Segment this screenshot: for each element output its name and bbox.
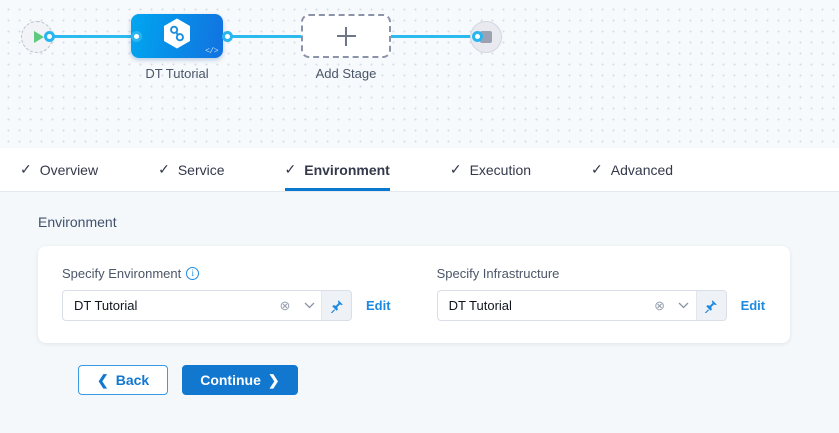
tab-environment[interactable]: ✓ Environment [284, 148, 412, 191]
info-icon[interactable]: i [186, 267, 200, 280]
edge-start-to-stage [44, 35, 136, 38]
section-title: Environment [38, 214, 117, 230]
end-node-port[interactable] [472, 31, 483, 42]
infrastructure-select[interactable]: DT Tutorial ⊗ [436, 290, 727, 321]
environment-card: Specify Environment i DT Tutorial ⊗ [38, 246, 790, 343]
continue-button[interactable]: Continue ❯ [182, 365, 298, 395]
environment-pin-button[interactable] [321, 291, 351, 320]
back-chevron-icon: ❮ [97, 371, 109, 388]
check-icon: ✓ [591, 161, 603, 177]
environment-select[interactable]: DT Tutorial ⊗ [62, 290, 352, 321]
tab-overview[interactable]: ✓ Overview [20, 148, 120, 191]
clear-icon[interactable]: ⊗ [654, 297, 666, 313]
tab-execution-label: Execution [469, 161, 532, 178]
add-stage-label: Add Stage [315, 66, 377, 81]
tab-environment-label: Environment [304, 161, 390, 178]
stage-node-label: DT Tutorial [145, 66, 209, 81]
tab-advanced[interactable]: ✓ Advanced [591, 148, 695, 191]
infrastructure-select-value: DT Tutorial [448, 298, 512, 313]
check-icon: ✓ [449, 161, 462, 177]
code-badge-icon: </> [205, 47, 218, 56]
specify-environment-label-text: Specify Environment [62, 266, 182, 281]
back-button-label: Back [115, 372, 150, 388]
pin-icon [704, 299, 717, 313]
tab-overview-label: Overview [39, 161, 99, 178]
clear-icon[interactable]: ⊗ [279, 297, 291, 313]
back-button[interactable]: ❮ Back [78, 365, 169, 395]
check-icon: ✓ [158, 161, 170, 177]
stage-node-input-port[interactable] [131, 31, 142, 42]
specify-infrastructure-label-text: Specify Infrastructure [436, 266, 560, 281]
continue-button-label: Continue [200, 372, 261, 388]
specify-environment-row: DT Tutorial ⊗ Edit [62, 290, 391, 321]
continue-chevron-icon: ❯ [267, 371, 280, 388]
edge-add-to-end [390, 35, 478, 38]
infrastructure-edit-link[interactable]: Edit [740, 298, 766, 313]
hexagon-infinity-icon [162, 18, 192, 55]
wizard-footer: ❮ Back Continue ❯ [38, 343, 839, 395]
tab-service-label: Service [177, 161, 225, 178]
play-icon [33, 31, 44, 43]
edge-stage-to-add [228, 35, 303, 38]
stop-icon [480, 31, 492, 43]
pipeline-canvas[interactable]: </> DT Tutorial Add Stage [0, 0, 839, 148]
pin-icon [330, 299, 343, 313]
chevron-down-icon[interactable] [297, 291, 321, 320]
stage-node-dt-tutorial[interactable]: </> [131, 14, 223, 58]
stage-node-output-port[interactable] [222, 31, 233, 42]
specify-infrastructure-group: Specify Infrastructure DT Tutorial ⊗ [436, 266, 766, 321]
check-icon: ✓ [284, 161, 297, 177]
specify-infrastructure-label: Specify Infrastructure [437, 266, 766, 281]
tab-execution[interactable]: ✓ Execution [450, 148, 553, 191]
tab-advanced-label: Advanced [610, 161, 674, 178]
tab-service[interactable]: ✓ Service [158, 148, 246, 191]
infrastructure-pin-button[interactable] [695, 291, 726, 320]
specify-environment-group: Specify Environment i DT Tutorial ⊗ [62, 266, 391, 321]
start-node-port[interactable] [44, 31, 55, 42]
environment-edit-link[interactable]: Edit [366, 298, 391, 313]
stage-tab-bar: ✓ Overview ✓ Service ✓ Environment ✓ Exe… [0, 148, 839, 192]
environment-section: Environment Specify Environment i DT Tut… [0, 192, 839, 433]
chevron-down-icon[interactable] [672, 291, 696, 320]
environment-select-value: DT Tutorial [74, 298, 138, 313]
plus-icon [336, 26, 356, 46]
check-icon: ✓ [20, 161, 32, 177]
specify-infrastructure-row: DT Tutorial ⊗ Edit [436, 290, 766, 321]
add-stage-node[interactable] [301, 14, 391, 58]
specify-environment-label: Specify Environment i [62, 266, 391, 281]
